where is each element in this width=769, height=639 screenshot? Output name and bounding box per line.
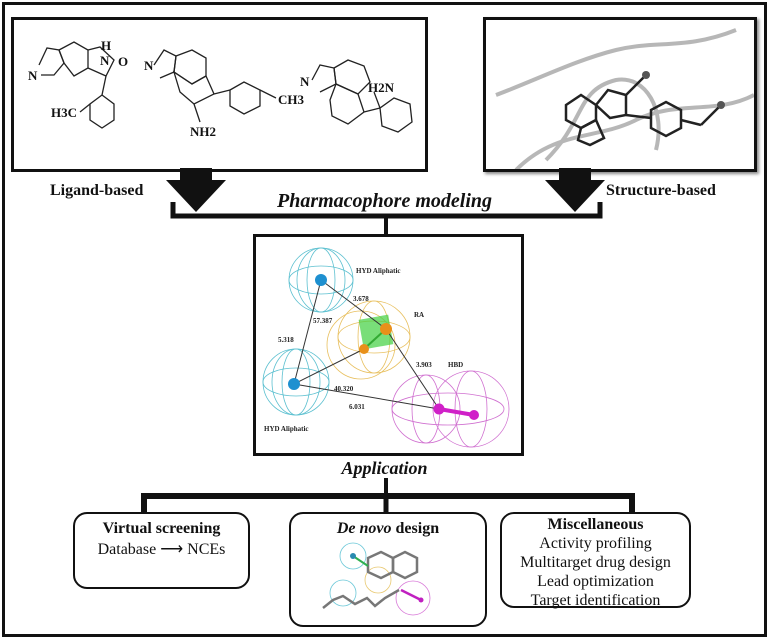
mol1-ring-lactam xyxy=(87,46,115,77)
misc-item: Lead optimization xyxy=(537,573,654,590)
hbd-point xyxy=(469,410,479,420)
mol3-amine: H2N xyxy=(368,80,395,95)
feature-label: HYD Aliphatic xyxy=(264,425,309,433)
design-text: design xyxy=(391,520,440,537)
down-arrow-right xyxy=(545,168,605,212)
mol1-nh: N xyxy=(100,53,110,68)
distance-label: 5.318 xyxy=(278,336,294,344)
ra-sphere xyxy=(364,566,392,594)
hbd-center xyxy=(433,403,445,415)
mol1-n: N xyxy=(28,68,38,83)
distance-label: 3.903 xyxy=(416,361,432,369)
hyd-sphere-top xyxy=(288,247,354,313)
structure-based-panel xyxy=(483,17,757,172)
application-title: Application xyxy=(341,458,428,478)
hyd-sphere xyxy=(339,542,367,570)
misc-item: Target identification xyxy=(530,592,661,609)
angle-label: 57.387 xyxy=(313,317,333,325)
down-arrow-left xyxy=(166,168,226,212)
ligand-atom xyxy=(642,71,650,79)
structure-based-label: Structure-based xyxy=(606,182,716,199)
de-novo-design-card: De novo design xyxy=(289,512,487,627)
ra-center xyxy=(380,323,392,335)
hbd-sphere xyxy=(395,580,431,616)
arrow-right-icon: ⟶ xyxy=(160,541,184,558)
hyd-center-bottom xyxy=(288,378,300,390)
virtual-screening-flow: Database ⟶ NCEs xyxy=(75,540,248,559)
hyd-center-top xyxy=(315,274,327,286)
database-label: Database xyxy=(97,541,157,558)
ligand-skeleton xyxy=(322,550,419,609)
mol1-methyl: H3C xyxy=(51,105,77,120)
bound-ligand xyxy=(564,74,722,147)
misc-item: Activity profiling xyxy=(539,535,652,552)
de-novo-molecule-drawing xyxy=(322,542,431,616)
hbd-sphere xyxy=(391,370,510,448)
feature-label: HYD Aliphatic xyxy=(356,267,401,275)
mol1-o: O xyxy=(118,54,128,69)
mol2-ring-tolyl xyxy=(229,81,261,115)
pharmacophore-model-panel: HYD Aliphatic RA HBD HYD Aliphatic 3.678… xyxy=(253,234,524,456)
ligand-atom xyxy=(717,101,725,109)
virtual-screening-card: Virtual screening Database ⟶ NCEs xyxy=(73,512,250,589)
mol1-h: H xyxy=(101,38,111,53)
virtual-screening-title: Virtual screening xyxy=(102,520,221,537)
angle-label: 40.320 xyxy=(334,385,354,393)
pharmacophore-modeling-title: Pharmacophore modeling xyxy=(276,190,492,212)
de-novo-italic: De novo xyxy=(336,520,392,537)
ligand-structures-panel: N H N O H3C N CH3 NH2 N H2N xyxy=(11,17,428,172)
mol2-amine: NH2 xyxy=(190,124,216,139)
hbd-vector xyxy=(438,407,475,417)
hyd-sphere xyxy=(329,579,357,607)
mol3-n: N xyxy=(300,74,310,89)
miscellaneous-card: Miscellaneous Activity profiling Multita… xyxy=(500,512,691,609)
ligand-structures-drawing: N H N O H3C N CH3 NH2 N H2N xyxy=(28,38,413,139)
nces-label: NCEs xyxy=(187,541,226,558)
ra-point xyxy=(359,344,369,354)
mol2-methyl: CH3 xyxy=(278,92,305,107)
pharmacophore-model-drawing: HYD Aliphatic RA HBD HYD Aliphatic 3.678… xyxy=(262,247,510,448)
mol3-ring-aniline xyxy=(379,97,413,133)
misc-item: Multitarget drug design xyxy=(520,554,671,571)
protein-ribbon xyxy=(544,77,661,162)
distance-label: 3.678 xyxy=(353,295,369,303)
feature-label: RA xyxy=(414,311,424,319)
ligand-based-label: Ligand-based xyxy=(50,182,144,199)
protein-ribbon xyxy=(495,28,737,97)
mol2-n: N xyxy=(144,58,154,73)
protein-ligand-complex-drawing xyxy=(495,28,755,172)
de-novo-design-title: De novo design xyxy=(291,520,485,538)
distance-label: 6.031 xyxy=(349,403,365,411)
miscellaneous-title: Miscellaneous xyxy=(547,516,644,533)
feature-label: HBD xyxy=(448,361,463,369)
hyd-sphere-bottom xyxy=(262,348,330,416)
